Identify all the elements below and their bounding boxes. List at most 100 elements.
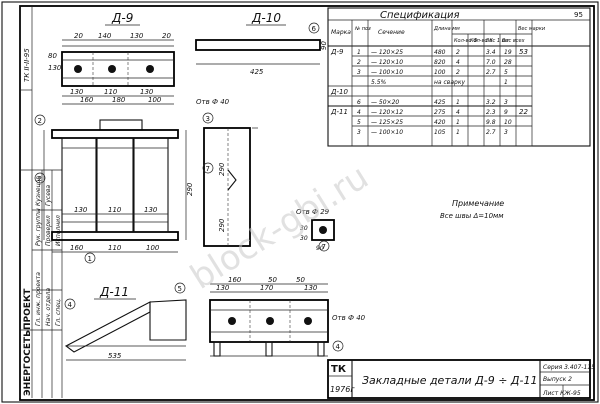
- spec-header: Сечение: [378, 29, 405, 36]
- title-block: ТК 1976г Закладные детали Д-9 ÷ Д-11 Сер…: [327, 359, 595, 399]
- dim-label: 130: [216, 284, 230, 292]
- dim-label: 425: [250, 68, 264, 76]
- dim-label: 130: [144, 206, 158, 214]
- dim-label: 130: [48, 64, 62, 72]
- spec-cell-q1: 1: [456, 119, 460, 126]
- spec-cell-q1: 1: [456, 129, 460, 136]
- callout-number: 1: [88, 255, 92, 263]
- left-stamp-strip: ЭНЕРГОСЕТЬПРОЕКТ Гл. инж. проекта Нач. о…: [19, 6, 63, 398]
- spec-cell-len: 425: [434, 99, 446, 106]
- spec-cell-w1: 2.7: [486, 69, 496, 76]
- spec-cell-q1: 2: [456, 49, 460, 56]
- hole-label: Отв Ф 40: [332, 314, 366, 322]
- drawing-title: Закладные детали Д-9 ÷ Д-11: [362, 374, 537, 387]
- dim-label: 90: [320, 41, 328, 50]
- dim-label: 160: [80, 96, 94, 104]
- watermark: block-gbi.ru: [184, 157, 376, 298]
- view-d9-plan: Д-9 20 140 130 20 130 80 130 110 130 160…: [48, 11, 175, 105]
- dim-label: 20: [162, 32, 171, 40]
- spec-cell-pos: 1: [357, 49, 361, 56]
- hole-marker: [74, 65, 82, 73]
- spec-header: Длина мм: [433, 26, 460, 32]
- dim-label: 290: [218, 162, 226, 176]
- spec-cell-pos: 6: [357, 99, 361, 106]
- spec-cell-w2: 3: [504, 99, 508, 106]
- staff-6: Исполнил: [55, 215, 62, 246]
- dim-label: 535: [108, 352, 122, 360]
- spec-cell-mark: Д-11: [330, 108, 348, 116]
- staff-5: Проверил: [45, 215, 52, 246]
- spec-cell-w2: 28: [504, 59, 512, 66]
- dim-label: 110: [108, 206, 122, 214]
- spec-cell-pos: 4: [357, 109, 361, 116]
- spec-cell-len: на сварку: [434, 79, 465, 86]
- hole-marker: [228, 317, 236, 325]
- dim-label: 130: [74, 206, 88, 214]
- dim-label: 100: [146, 244, 160, 252]
- spec-cell-w1: 2.7: [486, 129, 496, 136]
- series-label: Серия 3.407-115: [543, 364, 595, 371]
- callout-number: 2: [38, 117, 42, 125]
- spec-cell-sect: — 120×12: [371, 109, 403, 116]
- dim-label: 30: [300, 235, 308, 242]
- spec-cell-w2: 19: [504, 49, 512, 56]
- spec-cell-q1: 4: [456, 109, 460, 116]
- spec-header: Вес марки: [518, 26, 546, 32]
- spec-cell-q1: 2: [456, 69, 460, 76]
- spec-cell-w1: 3.2: [486, 99, 496, 106]
- callout-number: 7: [206, 165, 210, 173]
- spec-cell-w1: 2.3: [486, 109, 496, 116]
- side-code: ТК II-II-95: [23, 48, 31, 82]
- dim-label: 110: [104, 88, 118, 96]
- spec-cell-sect: — 125×25: [371, 119, 403, 126]
- callout-number: 2: [38, 175, 42, 183]
- spec-cell-w2: 1: [504, 79, 508, 86]
- staff-3: Гл. спец.: [55, 298, 62, 326]
- title-code: ТК: [331, 364, 347, 375]
- spec-cell-w2: 5: [504, 69, 508, 76]
- spec-cell-mark: Д-9: [330, 48, 344, 56]
- callout-number: 7: [322, 243, 326, 251]
- spec-cell-len: 420: [434, 119, 446, 126]
- hole-marker: [266, 317, 274, 325]
- spec-cell-wm: 22: [519, 108, 528, 116]
- note-title: Примечание: [452, 199, 504, 208]
- spec-cell-w1: 3.4: [486, 49, 496, 56]
- spec-cell-len: 275: [434, 109, 446, 116]
- view-d11: Д-11 535 160 50 50 130 170 130 Отв Ф 40: [64, 276, 366, 361]
- hole-marker: [108, 65, 116, 73]
- view-title-d11: Д-11: [99, 285, 129, 299]
- staff-2: Нач. отдела: [45, 288, 52, 326]
- hole-marker: [319, 226, 327, 234]
- spec-header: Вес 1 шт: [486, 38, 510, 44]
- spec-cell-len: 100: [434, 69, 446, 76]
- spec-cell-pos: 2: [357, 59, 361, 66]
- spec-cell-sect: — 120×25: [371, 49, 403, 56]
- spec-cell-wm: 53: [519, 48, 528, 56]
- dim-label: 100: [148, 96, 162, 104]
- hole-marker: [146, 65, 154, 73]
- spec-cell-w2: 3: [504, 129, 508, 136]
- dim-label: 140: [98, 32, 112, 40]
- dim-label: 130: [304, 284, 318, 292]
- spec-header: Кол-во К: [470, 38, 493, 44]
- issue-label: Выпуск 2: [543, 376, 572, 383]
- spec-cell-len: 820: [434, 59, 446, 66]
- hole-marker: [304, 317, 312, 325]
- spec-header: Кол-во Ф: [454, 38, 478, 44]
- callout-number: 4: [336, 343, 341, 351]
- callout-number: 3: [206, 115, 210, 123]
- dim-label: 80: [48, 52, 57, 60]
- spec-cell-w1: 7.0: [486, 59, 496, 66]
- dim-label: 160: [70, 244, 84, 252]
- dim-label: 110: [108, 244, 122, 252]
- note-text: Все швы Δ=10мм: [440, 212, 504, 220]
- spec-title: Спецификация: [380, 10, 460, 21]
- spec-cell-q1: 4: [456, 59, 460, 66]
- spec-cell-w2: 10: [504, 119, 512, 126]
- spec-cell-sect: 5.5%: [371, 79, 387, 86]
- spec-cell-sect: — 100×10: [371, 129, 403, 136]
